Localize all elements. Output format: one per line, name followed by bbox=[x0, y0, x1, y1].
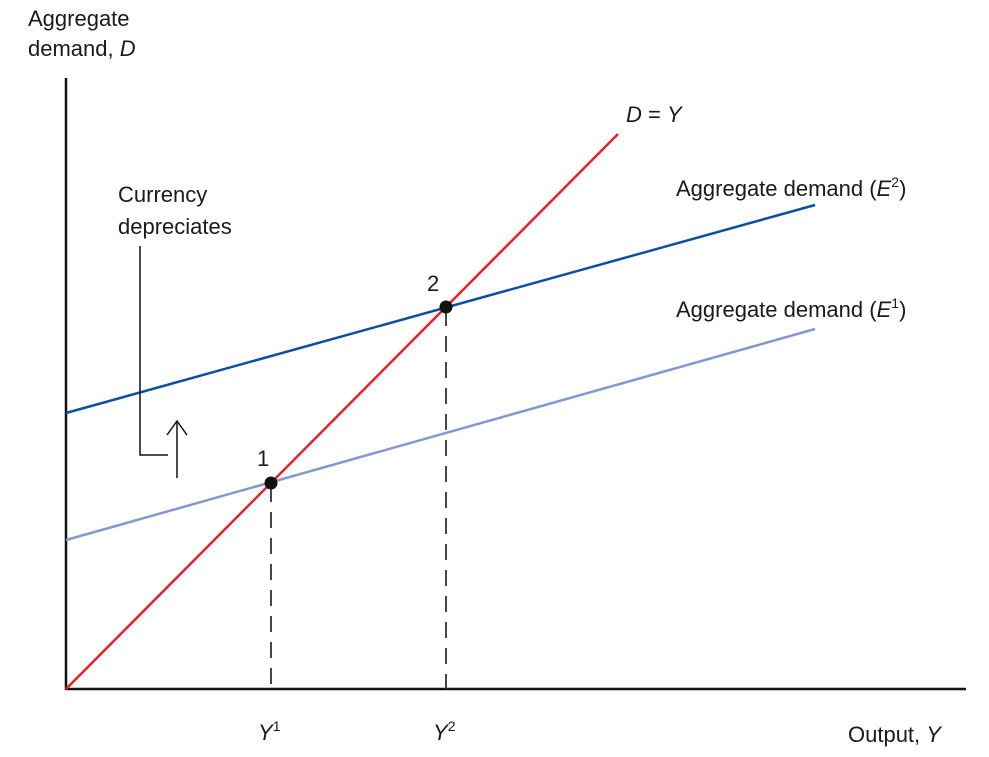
tick-label-y1: Y1 bbox=[258, 718, 281, 745]
d-equals-y-line bbox=[65, 133, 619, 690]
point-label-1: 1 bbox=[257, 446, 269, 471]
aggregate-demand-e1-line bbox=[65, 327, 816, 542]
y-axis-label-line2: demand, D bbox=[28, 36, 136, 61]
aggregate-demand-e1-label: Aggregate demand (E1) bbox=[676, 295, 906, 322]
x-axis-label: Output, Y bbox=[848, 722, 942, 747]
equilibrium-point-1 bbox=[264, 476, 278, 490]
equilibrium-point-2 bbox=[439, 300, 453, 314]
annotation-depreciates: depreciates bbox=[118, 214, 232, 239]
tick-label-y2: Y2 bbox=[433, 718, 456, 745]
point-label-2: 2 bbox=[427, 271, 439, 296]
annotation-currency: Currency bbox=[118, 182, 207, 207]
y-axis-label-line1: Aggregate bbox=[28, 6, 130, 31]
aggregate-demand-e2-label: Aggregate demand (E2) bbox=[676, 174, 906, 201]
up-arrow-icon bbox=[166, 419, 188, 478]
d-equals-y-label: D = Y bbox=[626, 102, 683, 127]
annotation-leader-line bbox=[139, 246, 168, 456]
